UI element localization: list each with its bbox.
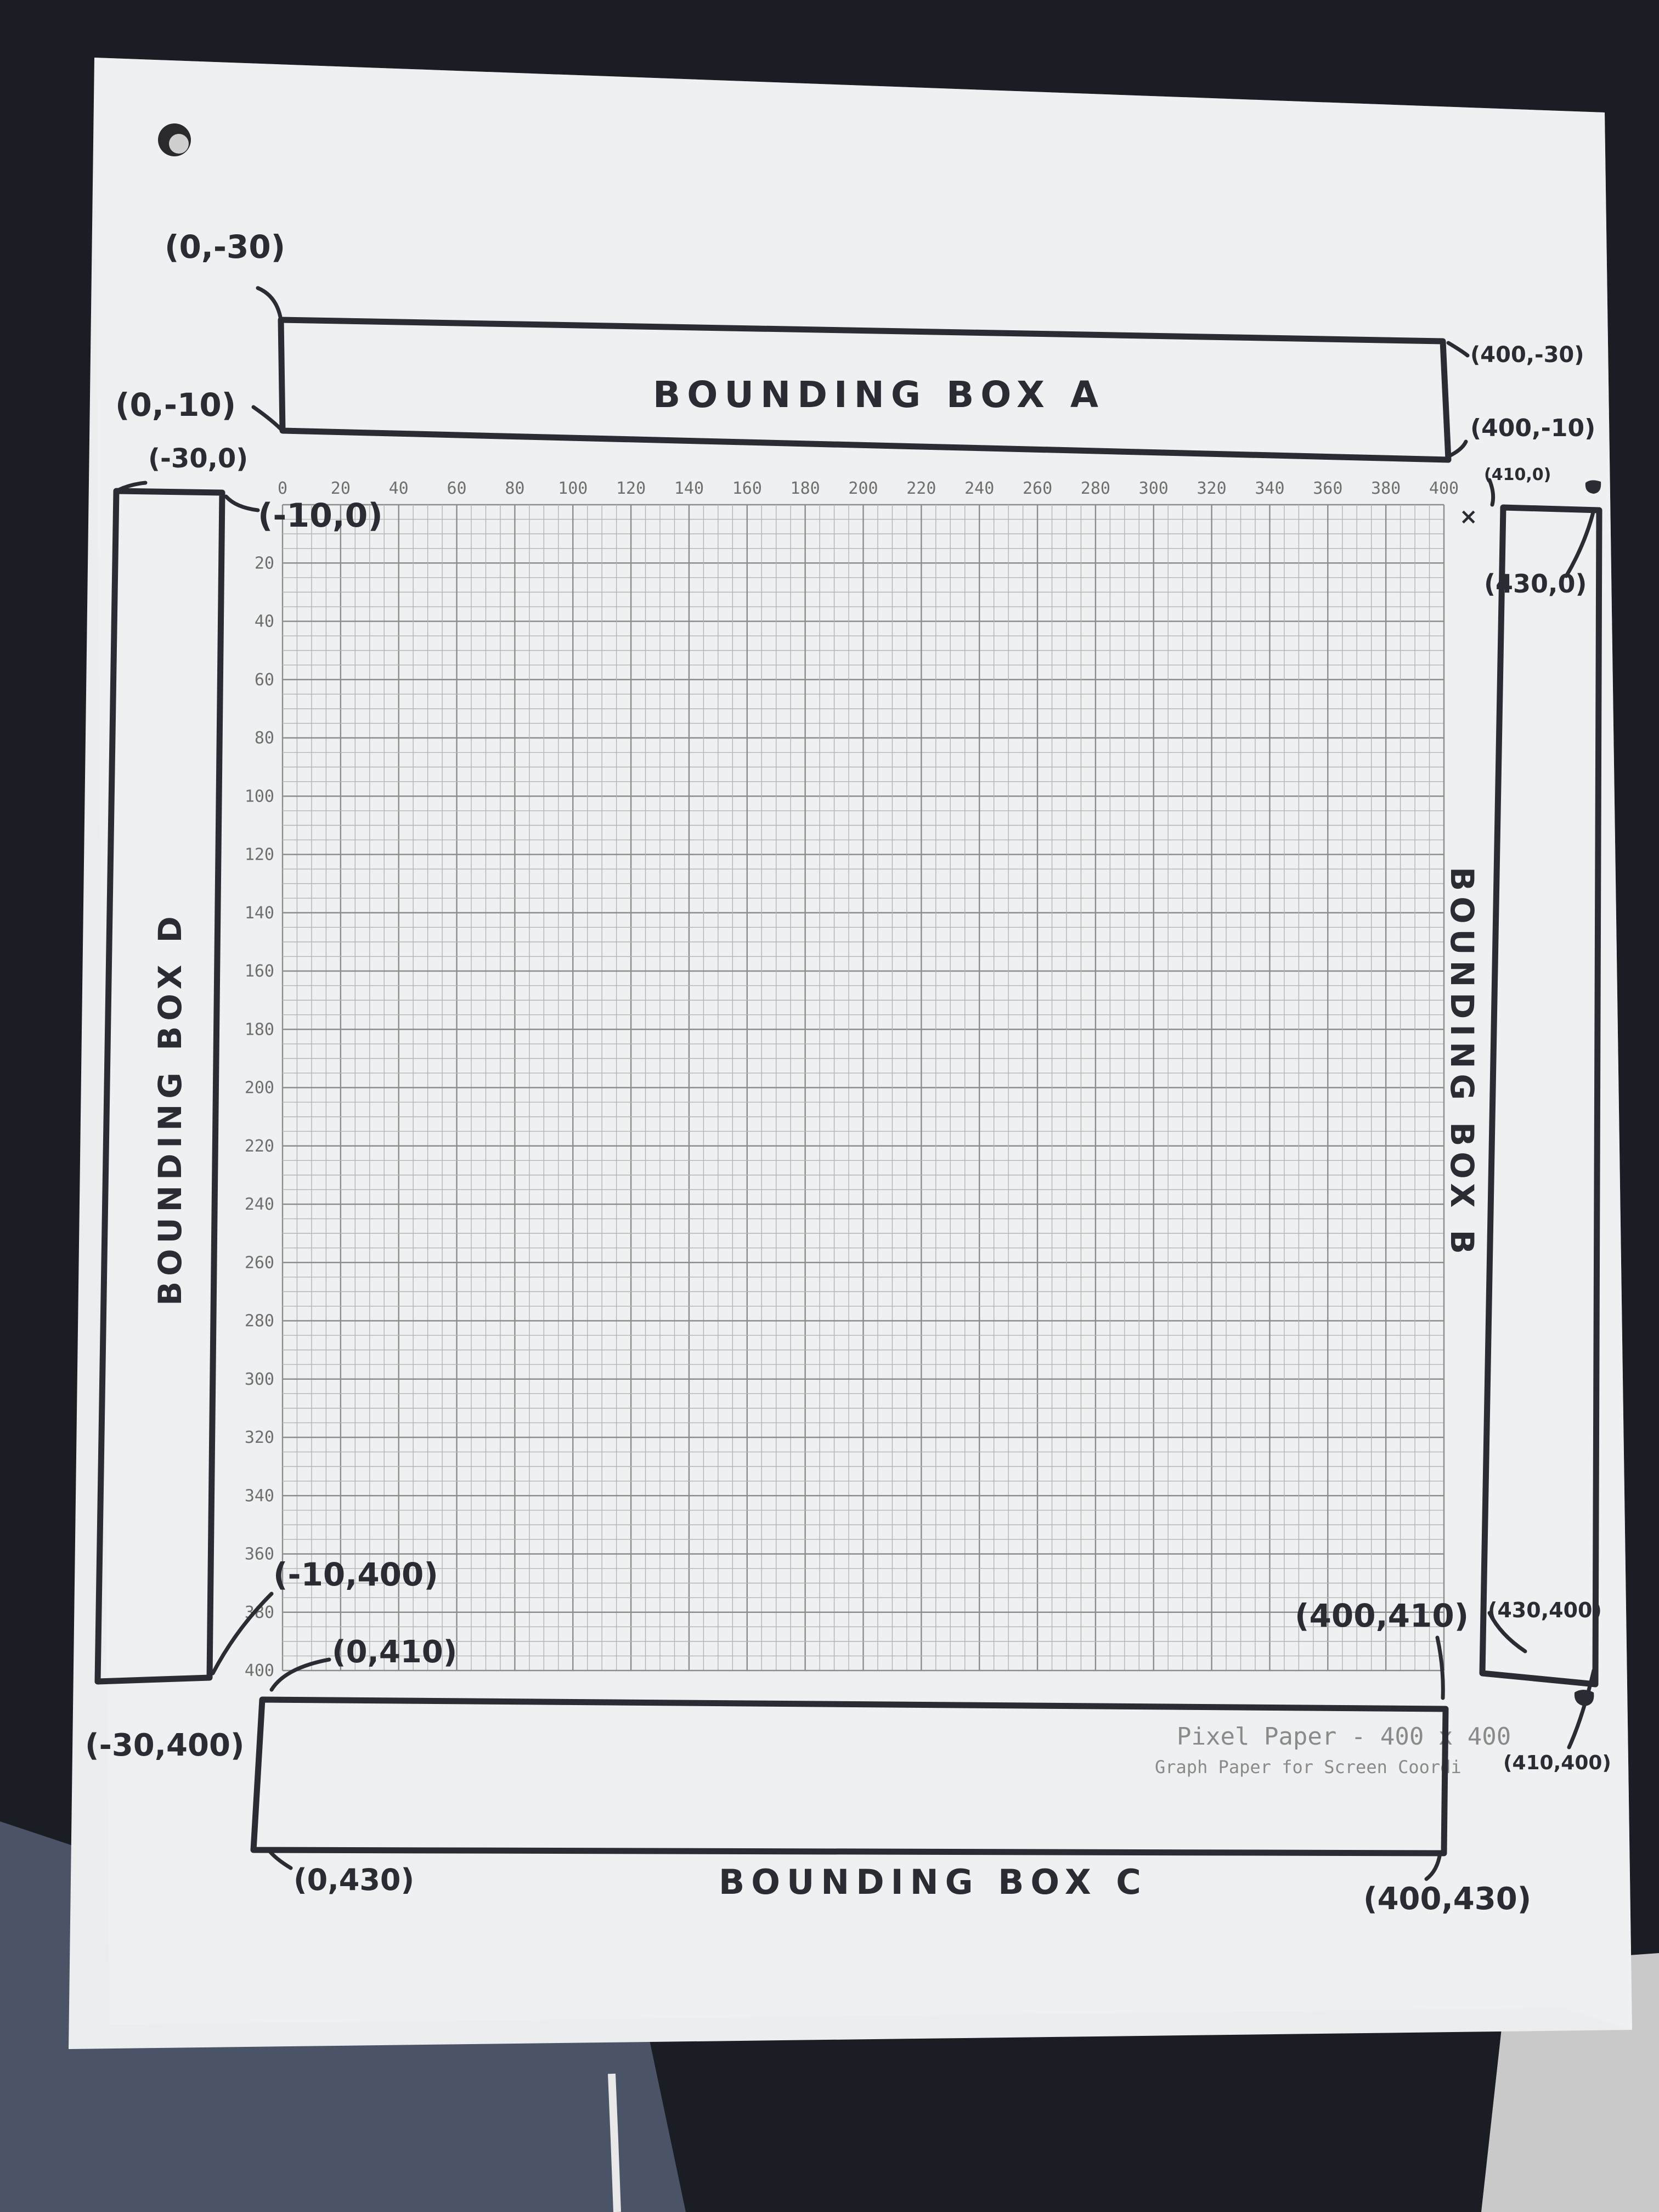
x-tick-label: 320 — [1197, 479, 1227, 498]
x-tick-label: 220 — [906, 479, 936, 498]
box-d-corner-1: (-10,0) — [258, 496, 383, 535]
box-c-corner-3: (400,430) — [1363, 1881, 1531, 1917]
bounding-box-c — [250, 1696, 1449, 1857]
x-tick-label: 340 — [1255, 479, 1284, 498]
y-tick-label: 260 — [245, 1253, 274, 1272]
y-tick-label: 160 — [245, 962, 274, 981]
x-tick-label: 160 — [732, 479, 762, 498]
box-b-corner-3: (410,400) — [1503, 1752, 1611, 1774]
y-tick-label: 120 — [245, 845, 274, 865]
y-tick-label: 80 — [255, 729, 274, 748]
x-tick-label: 60 — [447, 479, 466, 498]
bounding-box-drawings — [94, 317, 1602, 1857]
y-tick-label: 280 — [245, 1312, 274, 1331]
box-a-corner-1: (0,-10) — [115, 386, 236, 424]
y-tick-label: 180 — [245, 1020, 274, 1039]
box-b-corner-1: (430,0) — [1484, 569, 1587, 599]
y-axis-ticks: 20 40 60 80 100 120 140 160 180 200 220 240 260 280 30… — [245, 554, 274, 1680]
box-d-label: BOUNDING BOX D — [151, 911, 189, 1306]
annotation-leaders — [114, 286, 1596, 1881]
y-tick-label: 340 — [245, 1486, 274, 1505]
x-tick-label: 40 — [389, 479, 409, 498]
x-mark: × — [1459, 504, 1478, 529]
x-tick-label: 400 — [1429, 479, 1459, 498]
x-tick-label: 180 — [791, 479, 820, 498]
x-tick-label: 80 — [505, 479, 524, 498]
x-axis-ticks: 0 20 40 60 80 100 120 140 160 180 200 220 240 260 280 3… — [278, 479, 1459, 498]
box-a-label: BOUNDING BOX A — [653, 374, 1105, 416]
bounding-box-a — [278, 317, 1452, 463]
y-tick-label: 200 — [245, 1079, 274, 1098]
white-cable — [608, 2073, 621, 2212]
box-c-corner-2: (0,430) — [294, 1863, 414, 1897]
y-tick-label: 100 — [245, 787, 274, 806]
box-c-corner-1: (400,410) — [1295, 1597, 1469, 1634]
y-tick-label: 300 — [245, 1370, 274, 1389]
y-tick-label: 60 — [255, 670, 274, 690]
x-tick-label: 300 — [1139, 479, 1169, 498]
box-c-label: BOUNDING BOX C — [719, 1862, 1148, 1902]
x-tick-label: 20 — [331, 479, 351, 498]
x-tick-label: 260 — [1023, 479, 1052, 498]
bounding-box-d — [94, 488, 225, 1685]
box-d-corner-0: (-30,0) — [148, 443, 248, 474]
x-tick-label: 280 — [1081, 479, 1110, 498]
graph-grid — [281, 504, 1445, 1672]
box-c-corner-0: (0,410) — [332, 1634, 457, 1670]
x-tick-label: 0 — [278, 479, 287, 498]
punch-hole-inner — [169, 134, 189, 154]
box-a-corner-2: (400,-30) — [1470, 342, 1584, 368]
x-tick-label: 140 — [674, 479, 704, 498]
x-tick-label: 360 — [1313, 479, 1342, 498]
bounding-box-b — [1479, 504, 1602, 1688]
box-d-corner-2: (-10,400) — [273, 1556, 438, 1593]
x-tick-label: 100 — [558, 479, 588, 498]
x-tick-label: 200 — [848, 479, 878, 498]
y-tick-label: 220 — [245, 1137, 274, 1156]
scribble-mark-bottom — [1574, 1690, 1594, 1706]
x-tick-label: 380 — [1371, 479, 1401, 498]
box-a-corner-3: (400,-10) — [1470, 414, 1595, 442]
box-b-corner-2: (430,400) — [1488, 1598, 1602, 1622]
scribble-mark-top — [1585, 480, 1601, 494]
y-tick-label: 20 — [255, 554, 274, 573]
paper-footer-title: Pixel Paper - 400 x 400 — [1177, 1723, 1511, 1751]
box-d-corner-3: (-30,400) — [85, 1728, 245, 1763]
x-tick-label: 120 — [616, 479, 646, 498]
y-tick-label: 360 — [245, 1545, 274, 1564]
y-tick-label: 320 — [245, 1428, 274, 1447]
y-tick-label: 240 — [245, 1195, 274, 1214]
x-tick-label: 240 — [964, 479, 994, 498]
paper-footer-subtitle: Graph Paper for Screen Coordi — [1155, 1757, 1462, 1778]
y-tick-label: 40 — [255, 612, 274, 631]
y-tick-label: 400 — [245, 1661, 274, 1680]
y-tick-label: 140 — [245, 904, 274, 923]
box-b-label: BOUNDING BOX B — [1443, 867, 1481, 1260]
box-a-corner-0: (0,-30) — [165, 228, 285, 266]
box-b-corner-0: (410,0) — [1484, 465, 1551, 484]
